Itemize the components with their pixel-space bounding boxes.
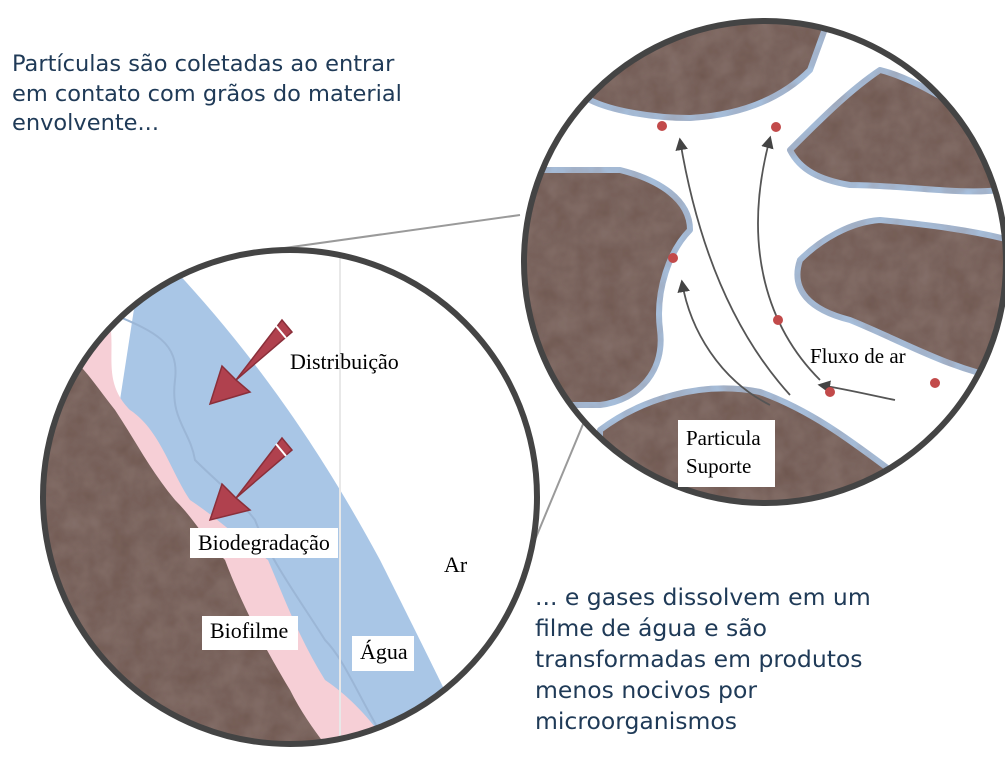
label-ar: Ar [444, 552, 468, 577]
particle [771, 122, 781, 132]
biodegradation-arrow [208, 436, 294, 522]
caption-bottom: ... e gases dissolvem em um filme de águ… [535, 583, 871, 736]
label-particula: Particula [686, 426, 761, 450]
particle [668, 253, 678, 263]
air-flow-line-1 [677, 279, 771, 406]
air-flow-line-3 [757, 135, 821, 381]
biofilm-detail-circle [43, 250, 537, 744]
particle [930, 378, 940, 388]
pore-detail-circle [524, 21, 1005, 503]
grain-left [524, 167, 693, 408]
particle [773, 315, 783, 325]
distribution-arrow [208, 318, 294, 406]
particle [657, 121, 667, 131]
label-suporte: Suporte [686, 454, 752, 479]
zoom-connector-top [269, 214, 521, 251]
air-flow-line-4 [817, 380, 896, 401]
air-flow-line-2 [675, 137, 791, 396]
label-distribuicao: Distribuição [290, 349, 399, 374]
label-fluxo-de-ar: Fluxo de ar [810, 344, 906, 368]
label-agua: Água [352, 636, 414, 672]
grain-right [794, 217, 1005, 383]
caption-top: Partículas são coletadas ao entrar em co… [12, 51, 402, 137]
label-biodegradacao: Biodegradação [190, 528, 338, 559]
label-biofilme: Biofilme [202, 616, 299, 651]
particle [825, 387, 835, 397]
label-particula-suporte: Particula Suporte [678, 420, 775, 487]
